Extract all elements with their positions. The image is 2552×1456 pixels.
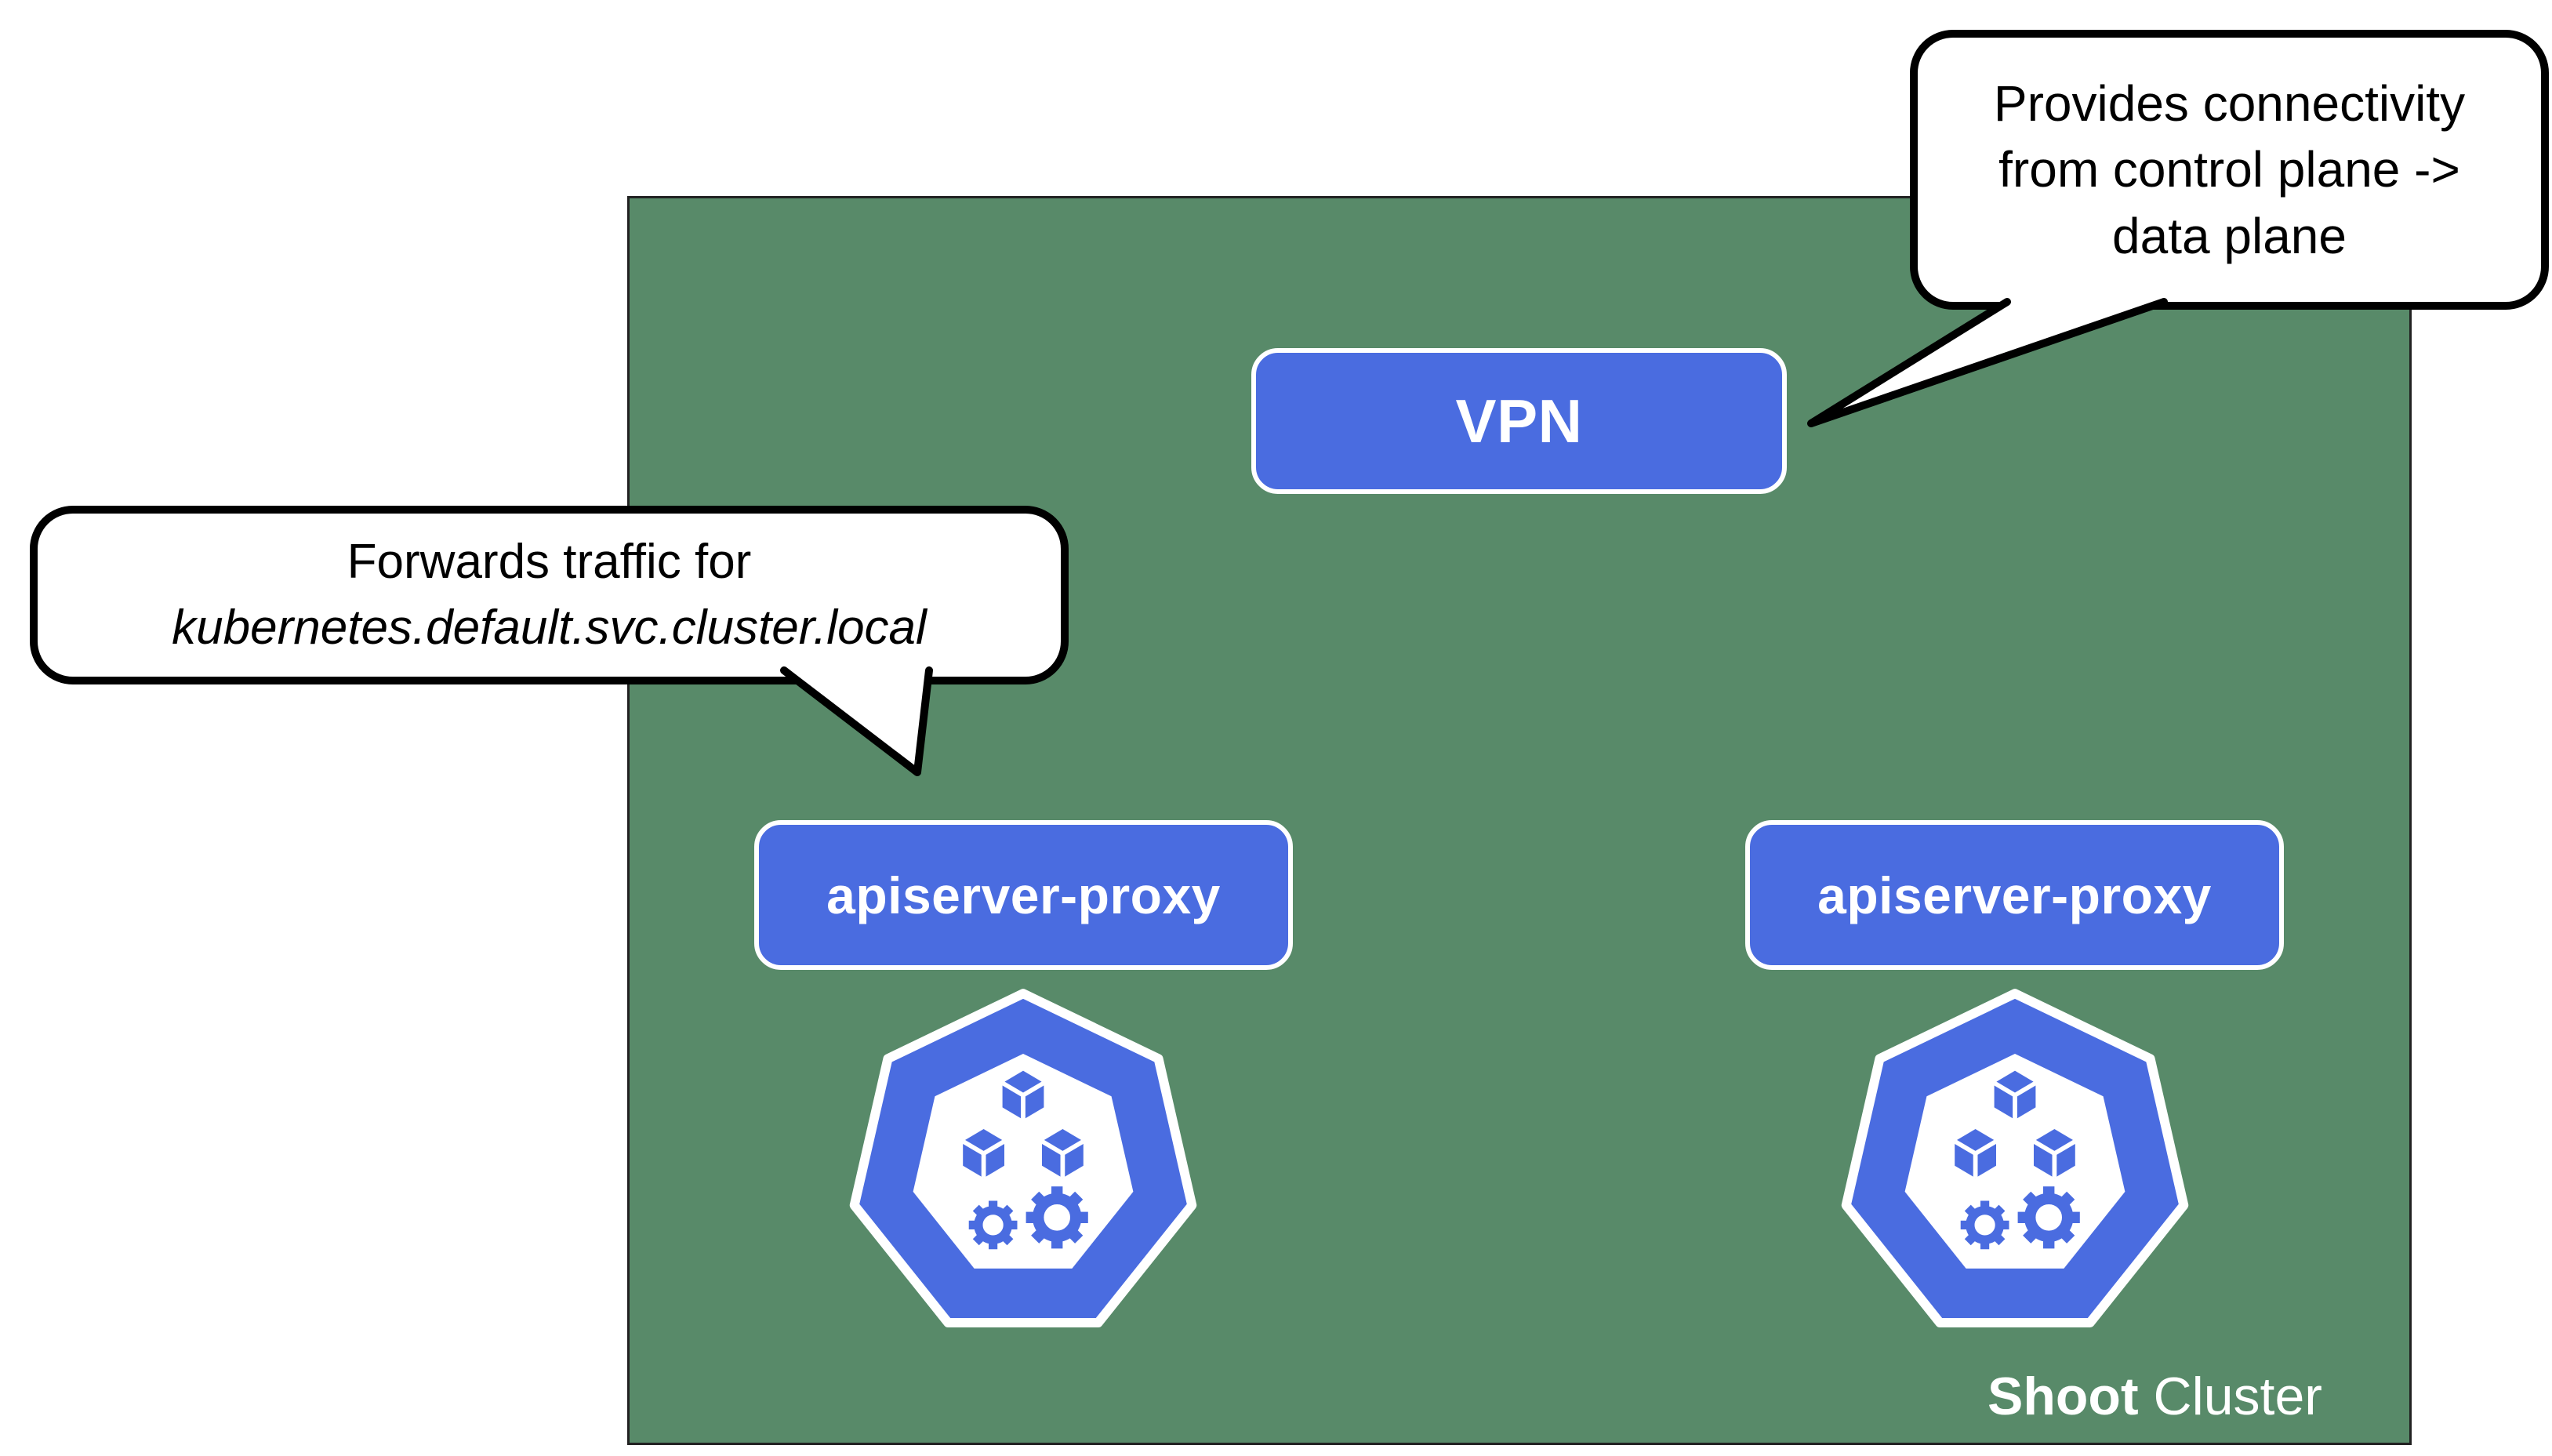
kubernetes-logo-icon [835, 979, 1211, 1355]
callout-tail-proxy [780, 666, 933, 776]
cluster-label-bold: Shoot [1988, 1367, 2139, 1426]
callout-line-domain: kubernetes.default.svc.cluster.local [172, 601, 927, 655]
apiserver-proxy-label: apiserver-proxy [826, 866, 1221, 924]
callout-proxy-note: Forwards traffic for kubernetes.default.… [30, 506, 1069, 684]
vpn-node: VPN [1251, 348, 1787, 494]
callout-line: Provides connectivity [1993, 74, 2466, 132]
callout-line: Forwards traffic for [347, 535, 752, 590]
cluster-label-rest: Cluster [2138, 1367, 2322, 1426]
apiserver-proxy-node-right: apiserver-proxy [1745, 820, 2284, 970]
apiserver-proxy-label: apiserver-proxy [1817, 866, 2212, 924]
callout-line: data plane [2112, 207, 2347, 264]
cluster-label: Shoot Cluster [1988, 1366, 2322, 1427]
callout-tail-vpn [1807, 298, 2168, 427]
callout-vpn-note: Provides connectivity from control plane… [1910, 30, 2549, 310]
kubernetes-logo-icon [1827, 979, 2203, 1355]
apiserver-proxy-node-left: apiserver-proxy [754, 820, 1293, 970]
vpn-node-label: VPN [1455, 386, 1583, 456]
callout-line: from control plane -> [1998, 141, 2460, 198]
